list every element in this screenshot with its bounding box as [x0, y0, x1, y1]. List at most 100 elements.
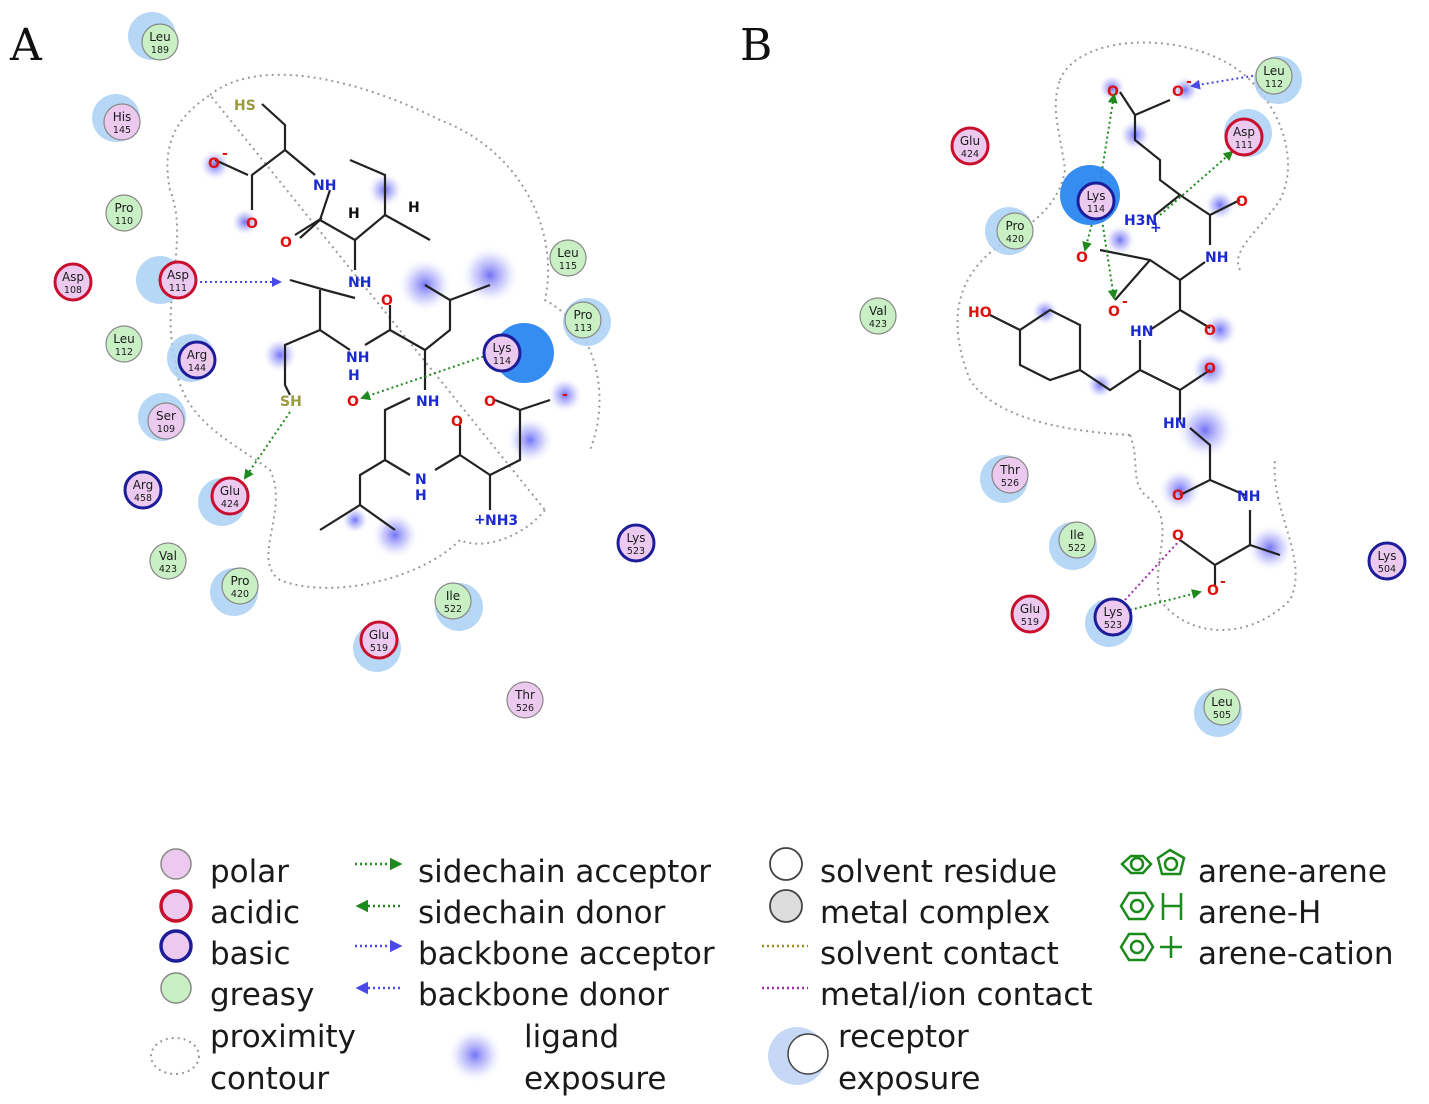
legend-label: greasy [210, 977, 314, 1013]
legend-label: sidechain donor [418, 895, 666, 931]
atom-labels-b: O O - H3N + O NH O O - HO HN O O HN O NH… [968, 74, 1260, 599]
residue-name: Leu [113, 332, 134, 346]
residue-disc [1076, 181, 1116, 221]
residue-disc [147, 402, 185, 440]
residue-number: 458 [134, 493, 152, 504]
residue-number: 110 [115, 216, 133, 227]
atom-label: O [1236, 194, 1248, 210]
residue-disc [359, 620, 399, 660]
atom-label: NH [1205, 250, 1228, 266]
residue-disc [1010, 594, 1050, 634]
sidechain-acceptor-line [1129, 589, 1202, 611]
residue-disc [103, 103, 141, 141]
residue-name: Ile [446, 589, 460, 603]
residue-name: Thr [514, 688, 535, 702]
legend-arene-cation-icon [1119, 932, 1182, 962]
legend-label: arene-arene [1198, 854, 1387, 890]
residue-name: Glu [1020, 602, 1040, 616]
legend-label: contour [210, 1061, 329, 1097]
residue-name: Lys [1378, 549, 1397, 563]
residue-disc [1224, 117, 1264, 157]
residue-disc [1093, 597, 1133, 637]
residue-name: Arg [187, 348, 208, 362]
residue-number: 519 [1021, 617, 1039, 628]
atom-label: NH [348, 275, 371, 291]
atom-label: NH [346, 350, 369, 366]
residue-name: Lys [1104, 605, 1123, 619]
legend-label: arene-cation [1198, 936, 1393, 972]
sidechain-acceptor-line [1159, 150, 1234, 216]
sidechain-donor-line [360, 354, 489, 401]
residue-disc [1367, 541, 1407, 581]
legend-label: metal complex [820, 895, 1050, 931]
atom-label: HS [234, 98, 256, 114]
residue-name: Asp [1233, 125, 1255, 139]
legend-greasy-swatch [160, 972, 192, 1004]
atom-label: NH [313, 178, 336, 194]
residue-name: Leu [557, 246, 578, 260]
atom-label: NH [1237, 489, 1260, 505]
legend-label: polar [210, 854, 289, 890]
legend-label: solvent residue [820, 854, 1057, 890]
residue-name: Glu [220, 484, 240, 498]
atom-label: HO [968, 305, 992, 321]
residue-name: Val [159, 549, 177, 563]
residue-number: 145 [113, 125, 131, 136]
residue-disc [549, 239, 587, 277]
legend-label: metal/ion contact [820, 977, 1093, 1013]
ligand-exposure-b [1031, 74, 1294, 572]
residue-disc [221, 567, 259, 605]
residue-number: 114 [1087, 204, 1105, 215]
residue-number: 522 [444, 604, 462, 615]
residue-number: 115 [559, 261, 577, 272]
residue-name: Pro [573, 308, 592, 322]
legend-proximity-swatch [150, 1037, 200, 1075]
residue-number: 523 [1104, 620, 1122, 631]
residue-number: 423 [869, 319, 887, 330]
residue-name: Val [869, 304, 887, 318]
residue-number: 424 [221, 499, 239, 510]
interactions-b [1082, 74, 1259, 611]
residue-name: His [113, 110, 132, 124]
atom-label: SH [280, 394, 302, 410]
legend-label: receptor [838, 1019, 969, 1055]
residue-number: 111 [1235, 140, 1253, 151]
residue-number: 522 [1068, 543, 1086, 554]
metal-ion-contact-line [1124, 539, 1181, 601]
residue-number: 505 [1213, 710, 1231, 721]
atom-label: O [208, 156, 220, 172]
legend-acidic-swatch [159, 889, 193, 923]
residue-number: 420 [1006, 234, 1024, 245]
residue-name: Lys [493, 341, 512, 355]
legend-label: backbone acceptor [418, 936, 715, 972]
atom-label: O [280, 235, 292, 251]
residue-number: 526 [516, 703, 534, 714]
legend-label: exposure [524, 1061, 666, 1097]
residue-number: 189 [151, 45, 169, 56]
atom-label: NH [416, 394, 439, 410]
residue-disc [991, 456, 1029, 494]
atom-label: O [1204, 323, 1216, 339]
residue-disc [141, 23, 179, 61]
atom-label: - [1186, 74, 1192, 90]
legend-ligand-exposure-swatch [447, 1027, 503, 1083]
atom-label: O [1207, 583, 1219, 599]
atom-label: O [1172, 528, 1184, 544]
ligand-skeleton-b [989, 91, 1281, 585]
residue-number: 113 [574, 323, 592, 334]
